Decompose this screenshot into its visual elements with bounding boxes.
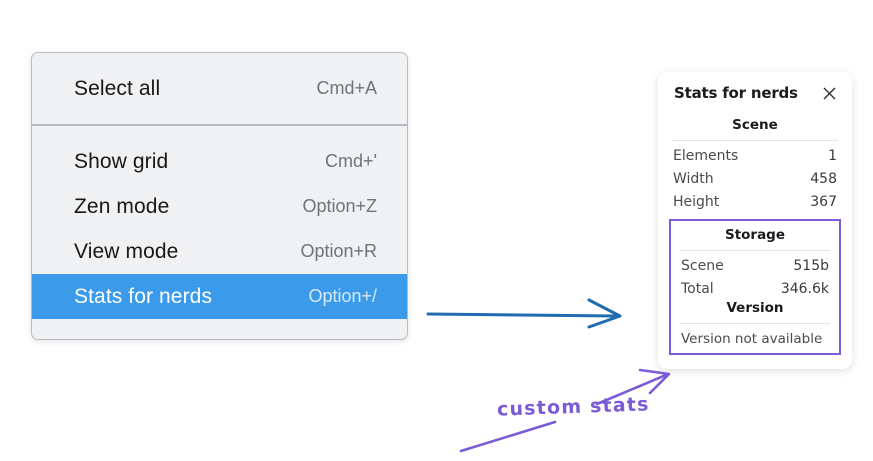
custom-stats-region: Storage Scene 515b Total 346.6k Version …: [669, 219, 841, 355]
menu-section-bottom: Show grid Cmd+' Zen mode Option+Z View m…: [32, 126, 407, 339]
menu-section-top: Select all Cmd+A: [32, 53, 407, 124]
menu-footer-spacer: [32, 319, 407, 339]
menu-item-shortcut: Option+/: [308, 286, 377, 306]
menu-item-view-mode[interactable]: View mode Option+R: [32, 229, 407, 274]
stat-row-height: Height 367: [672, 190, 838, 213]
section-heading-storage: Storage: [724, 227, 786, 243]
annotation-underline-purple: [459, 420, 557, 453]
menu-item-shortcut: Cmd+': [325, 151, 377, 171]
section-rule: [672, 140, 838, 141]
close-icon[interactable]: [821, 85, 838, 102]
stat-row-width: Width 458: [672, 167, 838, 190]
stat-value: 346.6k: [780, 280, 829, 297]
menu-item-shortcut: Cmd+A: [316, 78, 377, 98]
section-heading-version: Version: [726, 300, 784, 316]
stat-value: 367: [810, 193, 837, 210]
stat-label: Elements: [673, 147, 739, 164]
section-rule: [680, 323, 830, 324]
stats-section-storage: Storage Scene 515b Total 346.6k: [680, 227, 830, 300]
context-menu[interactable]: Select all Cmd+A Show grid Cmd+' Zen mod…: [31, 52, 408, 340]
menu-item-label: Zen mode: [74, 194, 170, 218]
stat-label: Scene: [681, 257, 724, 274]
flow-arrow-blue: [426, 298, 622, 329]
menu-item-label: Select all: [74, 76, 161, 100]
stat-label: Total: [681, 280, 714, 297]
panel-body: Scene Elements 1 Width 458 Height 367 St…: [658, 115, 852, 355]
menu-item-label: View mode: [74, 239, 179, 263]
menu-item-label: Stats for nerds: [74, 284, 213, 308]
version-note: Version not available: [681, 331, 823, 347]
page-title: Stats for nerds: [674, 84, 798, 102]
stat-value: 458: [810, 170, 837, 187]
stats-section-version: Version Version not available: [680, 300, 830, 348]
section-heading-scene: Scene: [732, 117, 778, 133]
menu-item-label: Show grid: [74, 149, 169, 173]
stat-value: 515b: [793, 257, 829, 274]
stat-row-scene: Scene 515b: [680, 254, 830, 277]
stats-for-nerds-panel: Stats for nerds Scene Elements 1 Width 4…: [658, 72, 852, 369]
stat-row-elements: Elements 1: [672, 144, 838, 167]
stats-section-scene: Scene Elements 1 Width 458 Height 367: [672, 115, 838, 213]
menu-item-zen-mode[interactable]: Zen mode Option+Z: [32, 184, 407, 229]
menu-item-show-grid[interactable]: Show grid Cmd+': [32, 139, 407, 184]
menu-item-shortcut: Option+R: [300, 241, 377, 261]
stat-row-total: Total 346.6k: [680, 277, 830, 300]
annotation-label-custom-stats: custom stats: [496, 393, 650, 421]
menu-divider: [32, 124, 407, 126]
menu-item-select-all[interactable]: Select all Cmd+A: [32, 66, 407, 111]
stat-label: Width: [673, 170, 714, 187]
stat-value: 1: [828, 147, 837, 164]
menu-item-stats-for-nerds[interactable]: Stats for nerds Option+/: [32, 274, 407, 319]
section-rule: [680, 250, 830, 251]
stat-label: Height: [673, 193, 720, 210]
panel-header: Stats for nerds: [658, 84, 852, 102]
menu-item-shortcut: Option+Z: [302, 196, 377, 216]
